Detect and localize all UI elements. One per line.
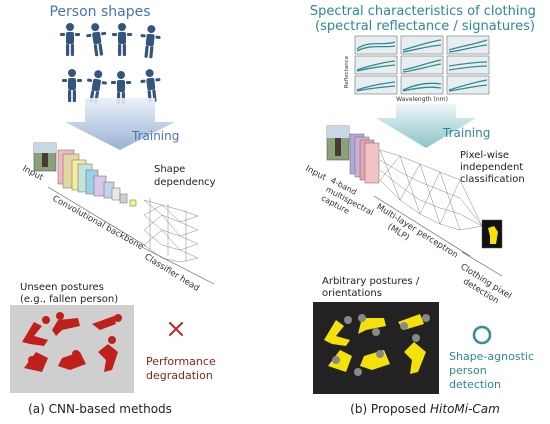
training-label-left: Training — [131, 129, 179, 143]
training-arrow-right — [376, 104, 476, 148]
multispectral-stack — [349, 133, 380, 184]
mlp-mesh — [379, 149, 483, 231]
shape-dependency-label: Shape dependency — [154, 164, 216, 188]
performance-degradation-label: Performance degradation — [146, 355, 219, 382]
classifier-bracket — [139, 245, 215, 285]
proposed-panel: Spectral characteristics of clothing (sp… — [304, 4, 540, 416]
caption-right: (b) Proposed HitoMi-Cam — [350, 402, 500, 416]
input-label-right: Input — [304, 164, 329, 183]
cross-icon — [168, 321, 184, 337]
caption-right-name: HitoMi-Cam — [430, 402, 500, 416]
classifier-head-mesh — [143, 198, 199, 263]
clothing-bracket — [461, 251, 503, 277]
clothing-detection-label: Clothing pixel detection — [453, 262, 516, 312]
input-image-right — [326, 125, 350, 161]
pixelwise-label: Pixel-wise independent classification — [460, 150, 526, 185]
cnn-panel: Person shapes Training Input — [10, 4, 219, 416]
person-shapes-title: Person shapes — [49, 4, 150, 20]
fallen-persons-panel — [10, 305, 134, 393]
circle-icon — [472, 325, 492, 345]
arbitrary-persons-panel — [313, 302, 439, 394]
arbitrary-postures-label: Arbitrary postures / orientations — [322, 276, 422, 299]
mlp-bracket — [373, 195, 471, 257]
person-shape-icons — [60, 21, 163, 105]
shape-agnostic-label: Shape-agnostic person detection — [449, 350, 538, 391]
unseen-postures-label: Unseen postures (e.g., fallen person) — [20, 282, 118, 305]
capture-label: 4-band multispectral capture — [320, 176, 382, 227]
caption-left: (a) CNN-based methods — [28, 402, 172, 416]
reflectance-label: Reflectance — [344, 55, 350, 88]
detection-output — [481, 219, 503, 249]
backbone-bracket — [47, 186, 147, 247]
training-label-right: Training — [442, 126, 490, 140]
conv-backbone — [57, 149, 137, 207]
spectral-title: Spectral characteristics of clothing (sp… — [310, 4, 540, 34]
wavelength-label: Wavelength (nm) — [396, 96, 448, 103]
spectral-grid — [353, 34, 495, 95]
mlp-label: Multi-layer perceptron (MLP) — [369, 202, 462, 271]
input-image-left — [33, 142, 57, 172]
training-arrow-left — [65, 98, 175, 150]
caption-right-prefix: (b) Proposed — [350, 402, 430, 416]
